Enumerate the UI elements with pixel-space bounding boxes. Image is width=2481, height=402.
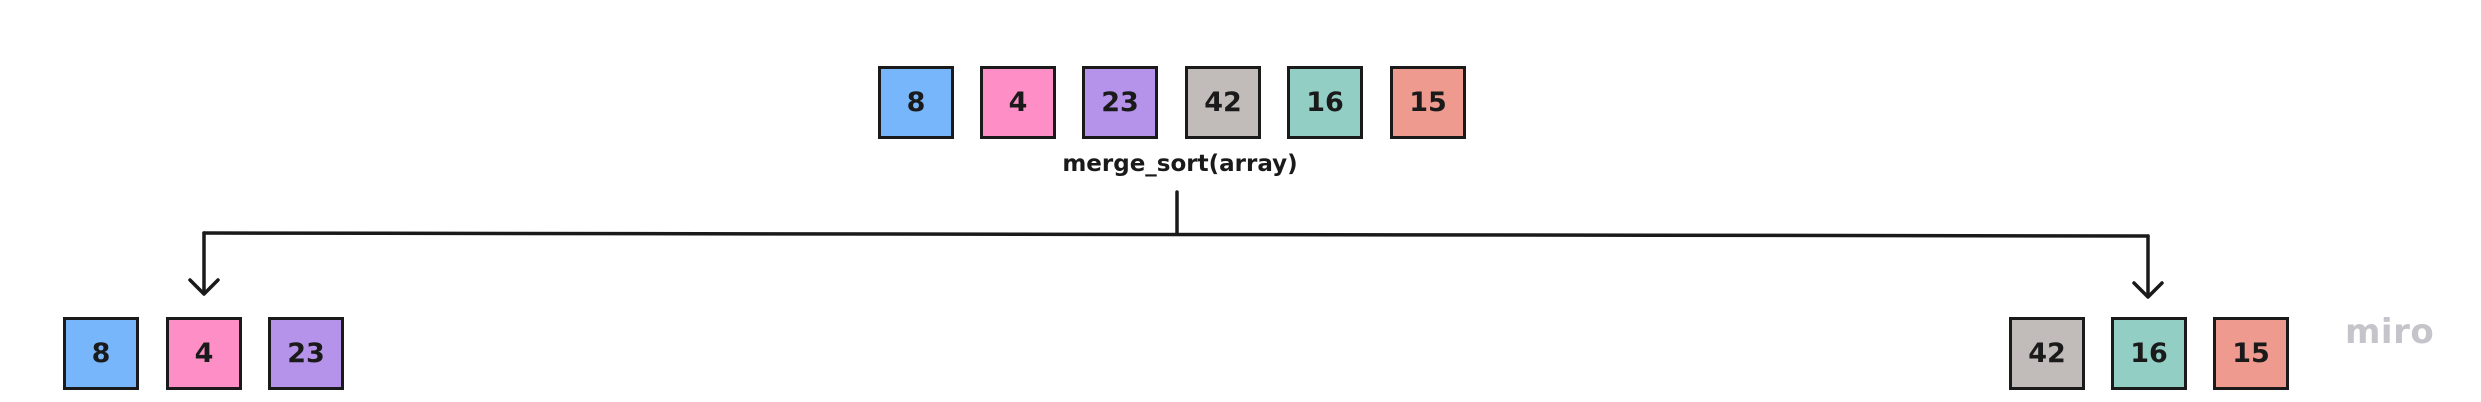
merge-sort-caption: merge_sort(array)	[1062, 151, 1298, 177]
root-cell-2: 23	[1082, 66, 1158, 139]
left-cell-0: 8	[63, 317, 139, 390]
right-cell-0: 42	[2009, 317, 2085, 390]
left-arrow-head-icon	[188, 278, 220, 296]
root-cell-4: 16	[1287, 66, 1363, 139]
right-cell-1: 16	[2111, 317, 2187, 390]
right-cell-2: 15	[2213, 317, 2289, 390]
root-cell-3: 42	[1185, 66, 1261, 139]
horizontal-line	[202, 231, 2150, 238]
left-cell-2: 23	[268, 317, 344, 390]
root-cell-0: 8	[878, 66, 954, 139]
root-cell-1: 4	[980, 66, 1056, 139]
root-cell-5: 15	[1390, 66, 1466, 139]
right-arrow-head-icon	[2132, 281, 2164, 299]
left-cell-1: 4	[166, 317, 242, 390]
miro-watermark-logo: miro	[2345, 312, 2435, 352]
connector-lines	[188, 190, 2164, 299]
